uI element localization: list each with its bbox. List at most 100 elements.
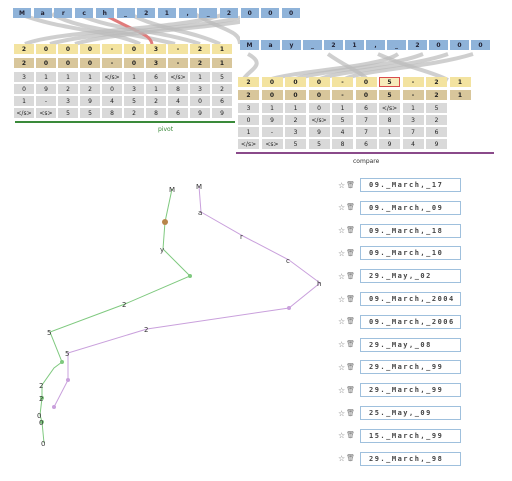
trash-icon[interactable]: 🗑 — [346, 271, 356, 280]
compare-grid-cell: </s> — [379, 103, 400, 113]
list-item[interactable]: ☆🗑29._May,_02 — [338, 268, 468, 284]
compare-token: 0 — [471, 40, 490, 50]
purple-path — [53, 185, 321, 408]
compare-grid-cell: 9 — [426, 139, 447, 149]
compare-grid-cell: </s> — [308, 115, 330, 125]
list-item[interactable]: ☆🗑 29._March,_98 — [338, 451, 468, 467]
list-item[interactable]: ☆🗑 09._March,_17 — [338, 177, 468, 193]
compare-grid-cell: 7 — [355, 127, 377, 137]
star-icon[interactable]: ☆ — [338, 271, 346, 281]
trash-icon[interactable]: 🗑 — [346, 454, 356, 463]
pivot-grid-cell: 5 — [212, 72, 232, 82]
pivot-grid-cell: 1 — [14, 96, 34, 106]
compare-token: 2 — [408, 40, 427, 50]
green-path-label: 0 — [37, 412, 41, 420]
compare-grid-cell: 4 — [332, 127, 353, 137]
trash-icon[interactable]: 🗑 — [346, 431, 356, 440]
list-item[interactable]: ☆🗑 09._March,_18 — [338, 223, 468, 239]
list-item-label: 29._March,_98 — [360, 451, 461, 466]
pivot-grid-cell: 3 — [58, 96, 78, 106]
trash-icon[interactable]: 🗑 — [346, 180, 356, 189]
compare-yellow-cell: 5 — [379, 77, 400, 87]
star-icon[interactable]: ☆ — [338, 385, 346, 395]
pivot-grid-cell: </s> — [168, 72, 188, 82]
list-item-label: 09._March,_18 — [360, 223, 461, 238]
pivot-grid-cell: 0 — [190, 96, 210, 106]
trash-icon[interactable]: 🗑 — [346, 408, 356, 417]
pivot-grid-cell: 9 — [80, 96, 100, 106]
pivot-grid-cell: 2 — [124, 108, 144, 118]
trash-icon[interactable]: 🗑 — [346, 248, 356, 257]
compare-token: M — [240, 40, 259, 50]
green-path-label: 2 — [39, 395, 43, 403]
compare-grid-cell: 1 — [379, 127, 400, 137]
compare-grid-cell: 6 — [426, 127, 447, 137]
star-icon[interactable]: ☆ — [338, 226, 346, 236]
list-item[interactable]: ☆🗑09._March,_10 — [338, 245, 468, 261]
list-item[interactable]: ☆🗑15._March,_99 — [338, 428, 468, 444]
pivot-yellow-cell: 3 — [146, 44, 166, 54]
compare-tan-cell: 2 — [238, 90, 259, 100]
list-item[interactable]: ☆🗑 29._March,_99 — [338, 382, 468, 398]
star-icon[interactable]: ☆ — [338, 294, 346, 304]
pivot-token: a — [33, 8, 52, 18]
compare-yellow-cell: 0 — [308, 77, 330, 87]
trash-icon[interactable]: 🗑 — [346, 317, 356, 326]
list-item[interactable]: ☆🗑 25._May,_09 — [338, 405, 468, 421]
pivot-grid-cell: 9 — [36, 84, 56, 94]
pivot-divider — [15, 121, 235, 123]
list-item-label: 29._March,_99 — [360, 383, 461, 398]
pivot-token: 0 — [240, 8, 259, 18]
pivot-token: c — [75, 8, 94, 18]
star-icon[interactable]: ☆ — [338, 454, 346, 464]
green-path-label: 0 — [41, 440, 45, 448]
star-icon[interactable]: ☆ — [338, 431, 346, 441]
pivot-tan-cell: 0 — [80, 58, 100, 68]
list-item[interactable]: ☆🗑09._March,_09 — [338, 200, 468, 216]
star-icon[interactable]: ☆ — [338, 180, 346, 190]
compare-caption: compare — [353, 158, 380, 165]
star-icon[interactable]: ☆ — [338, 408, 346, 418]
compare-grid-cell: 9 — [379, 139, 400, 149]
compare-grid-cell: 1 — [402, 103, 424, 113]
pivot-grid-cell: 0 — [102, 84, 122, 94]
compare-grid-cell: 3 — [402, 115, 424, 125]
star-icon[interactable]: ☆ — [338, 340, 346, 350]
compare-tan-cell: 0 — [285, 90, 306, 100]
trash-icon[interactable]: 🗑 — [346, 226, 356, 235]
star-icon[interactable]: ☆ — [338, 203, 346, 213]
pivot-tan-cell: 2 — [14, 58, 34, 68]
compare-grid-cell: 1 — [285, 103, 306, 113]
list-item[interactable]: ☆🗑09._March,_2006 — [338, 314, 468, 330]
pivot-token: r — [54, 8, 73, 18]
list-item[interactable]: ☆🗑29._May,_08 — [338, 337, 468, 353]
compare-grid-cell: 8 — [379, 115, 400, 125]
pivot-grid-cell: 1 — [80, 72, 100, 82]
pivot-grid-cell: 2 — [146, 96, 166, 106]
compare-divider — [236, 152, 494, 154]
green-path-label: y — [160, 246, 164, 254]
compare-tan-cell: 0 — [261, 90, 283, 100]
pivot-token: h — [95, 8, 114, 18]
compare-grid-cell: - — [261, 127, 283, 137]
trash-icon[interactable]: 🗑 — [346, 294, 356, 303]
compare-yellow-cell: 0 — [355, 77, 377, 87]
trash-icon[interactable]: 🗑 — [346, 385, 356, 394]
pivot-yellow-cell: 2 — [190, 44, 210, 54]
compare-grid-cell: 9 — [308, 127, 330, 137]
list-item-label: 09._March,_17 — [360, 178, 461, 192]
list-item[interactable]: ☆🗑29._March,_99 — [338, 359, 468, 375]
trash-icon[interactable]: 🗑 — [346, 203, 356, 212]
pivot-token: 1 — [157, 8, 176, 18]
list-item[interactable]: ☆🗑09._March,_2004 — [338, 291, 468, 307]
list-item-label: 25._May,_09 — [360, 406, 461, 420]
pivot-token: 0 — [282, 8, 301, 18]
star-icon[interactable]: ☆ — [338, 317, 346, 327]
pivot-yellow-cell: - — [168, 44, 188, 54]
star-icon[interactable]: ☆ — [338, 362, 346, 372]
trash-icon[interactable]: 🗑 — [346, 340, 356, 349]
trash-icon[interactable]: 🗑 — [346, 362, 356, 371]
compare-grid-cell: 5 — [308, 139, 330, 149]
star-icon[interactable]: ☆ — [338, 248, 346, 258]
